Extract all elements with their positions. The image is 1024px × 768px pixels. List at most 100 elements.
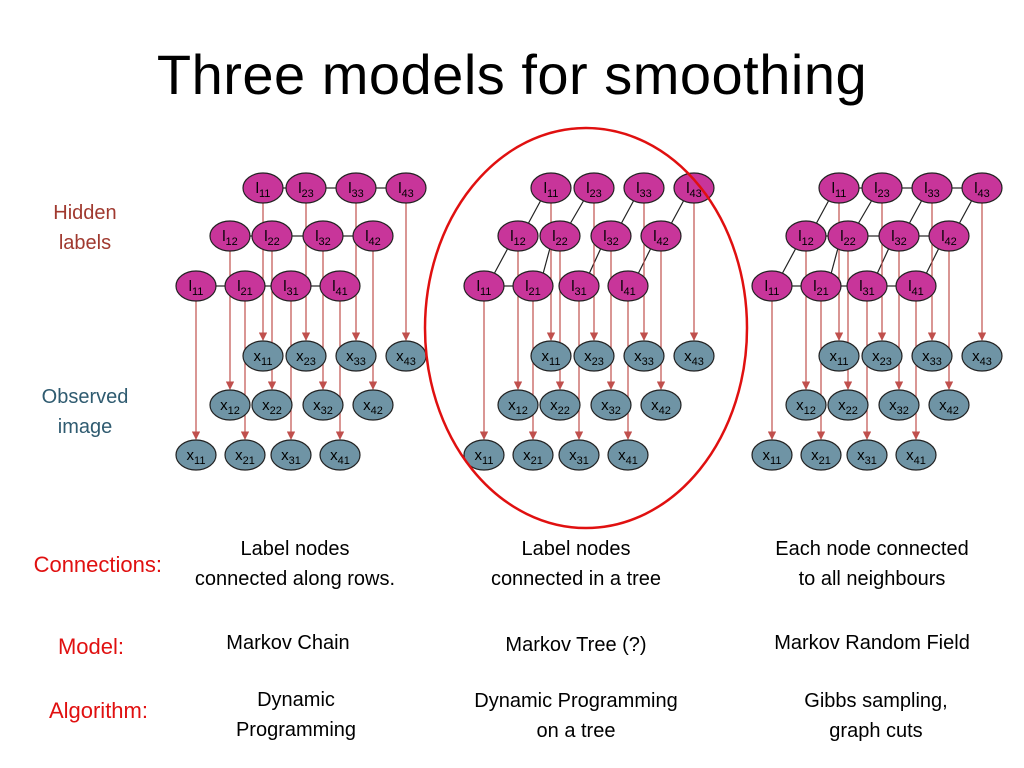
model-text: Markov Chain — [226, 632, 350, 654]
depth-edge — [958, 199, 973, 225]
connections-text-line: Label nodes — [521, 538, 631, 560]
label-node: l11 — [175, 270, 217, 302]
label-node: l31 — [558, 270, 600, 302]
markov-tree-model: Markov Tree (?) — [446, 630, 706, 660]
label-node: l11 — [530, 172, 572, 204]
observed-node: x33 — [335, 340, 377, 372]
connections-text-line: Each node connected — [775, 538, 969, 560]
label-node: l32 — [590, 220, 632, 252]
svg-text:l23: l23 — [298, 180, 314, 200]
svg-text:x22: x22 — [262, 397, 282, 417]
svg-text:l33: l33 — [636, 180, 652, 200]
svg-text:x11: x11 — [187, 447, 206, 467]
depth-edge — [857, 199, 873, 225]
observed-node: x21 — [800, 439, 842, 471]
svg-text:l23: l23 — [586, 180, 602, 200]
svg-text:l11: l11 — [765, 278, 780, 298]
svg-text:x43: x43 — [396, 348, 416, 368]
svg-text:x33: x33 — [634, 348, 654, 368]
svg-text:x11: x11 — [763, 447, 782, 467]
observed-node: x43 — [961, 340, 1003, 372]
mrf-model: Markov Random Field — [742, 628, 1002, 658]
svg-text:x22: x22 — [550, 397, 570, 417]
svg-text:l32: l32 — [891, 228, 907, 248]
observed-node: x11 — [463, 439, 505, 471]
svg-text:l31: l31 — [283, 278, 299, 298]
label-node: l11 — [242, 172, 284, 204]
svg-text:l43: l43 — [974, 180, 990, 200]
depth-edge — [830, 247, 839, 275]
svg-text:x32: x32 — [889, 397, 909, 417]
svg-text:x31: x31 — [281, 447, 301, 467]
label-node: l33 — [335, 172, 377, 204]
label-node: l43 — [961, 172, 1003, 204]
algorithm-row-label: Algorithm: — [48, 698, 148, 723]
connections-text-line: Label nodes — [240, 538, 350, 560]
depth-edge — [815, 199, 830, 225]
slide-title: Three models for smoothing — [156, 43, 868, 106]
svg-text:l32: l32 — [603, 228, 619, 248]
highlighted-label-node: l21 — [512, 270, 554, 302]
svg-text:l23: l23 — [874, 180, 890, 200]
svg-text:x42: x42 — [651, 397, 671, 417]
svg-text:l12: l12 — [510, 228, 526, 248]
svg-text:l11: l11 — [477, 278, 492, 298]
svg-text:l31: l31 — [571, 278, 587, 298]
label-node: l12 — [209, 220, 251, 252]
label-node: l31 — [846, 270, 888, 302]
svg-text:x11: x11 — [475, 447, 494, 467]
svg-text:l22: l22 — [552, 228, 568, 248]
svg-text:l11: l11 — [544, 180, 559, 200]
label-node: l11 — [463, 270, 505, 302]
svg-text:l43: l43 — [398, 180, 414, 200]
markov-chain-algorithm: Dynamic Programming — [166, 685, 426, 745]
algorithm-text-line: Gibbs sampling, — [804, 690, 948, 712]
depth-edge — [876, 247, 890, 275]
svg-text:l43: l43 — [686, 180, 702, 200]
svg-text:x11: x11 — [254, 348, 273, 368]
depth-edge — [493, 247, 509, 275]
observed-node: x32 — [590, 389, 632, 421]
depth-edge — [670, 199, 685, 225]
mrf-connections: Each node connected to all neighbours — [742, 534, 1002, 594]
svg-text:l31: l31 — [859, 278, 875, 298]
svg-text:x42: x42 — [939, 397, 959, 417]
mrf-algorithm: Gibbs sampling, graph cuts — [746, 686, 1006, 746]
algorithm-text-line: on a tree — [536, 720, 616, 742]
observed-node: x33 — [911, 340, 953, 372]
label-node: l42 — [928, 220, 970, 252]
svg-text:l11: l11 — [832, 180, 847, 200]
connections-text-line: connected along rows. — [194, 568, 396, 590]
highlight-ring — [423, 126, 749, 530]
svg-text:x31: x31 — [857, 447, 877, 467]
observed-node: x22 — [827, 389, 869, 421]
label-node: l23 — [285, 172, 327, 204]
label-node: l43 — [385, 172, 427, 204]
svg-text:x21: x21 — [523, 447, 543, 467]
svg-text:x12: x12 — [796, 397, 816, 417]
observed-node: x11 — [242, 340, 284, 372]
observed-node: x31 — [846, 439, 888, 471]
observed-node: x12 — [785, 389, 827, 421]
algorithm-text-line: Programming — [235, 719, 357, 741]
svg-text:l42: l42 — [365, 228, 381, 248]
observed-node: x22 — [539, 389, 581, 421]
svg-text:l12: l12 — [798, 228, 814, 248]
label-node: l41 — [607, 270, 649, 302]
label-node: l31 — [270, 270, 312, 302]
algorithm-text-line: Dynamic Programming — [474, 690, 678, 712]
hidden-labels-caption: Hidden labels — [30, 198, 140, 258]
observed-image-caption: Observed image — [25, 382, 145, 442]
label-node: l11 — [818, 172, 860, 204]
algorithm-text-line: graph cuts — [829, 720, 923, 742]
connections-row-label: Connections: — [33, 552, 162, 577]
svg-text:x43: x43 — [684, 348, 704, 368]
observed-node: x11 — [175, 439, 217, 471]
hidden-caption-line-2: labels — [58, 232, 112, 254]
svg-text:x41: x41 — [906, 447, 926, 467]
svg-text:x12: x12 — [508, 397, 528, 417]
model-text: Markov Random Field — [774, 632, 970, 654]
observed-node: x42 — [640, 389, 682, 421]
svg-text:l42: l42 — [653, 228, 669, 248]
